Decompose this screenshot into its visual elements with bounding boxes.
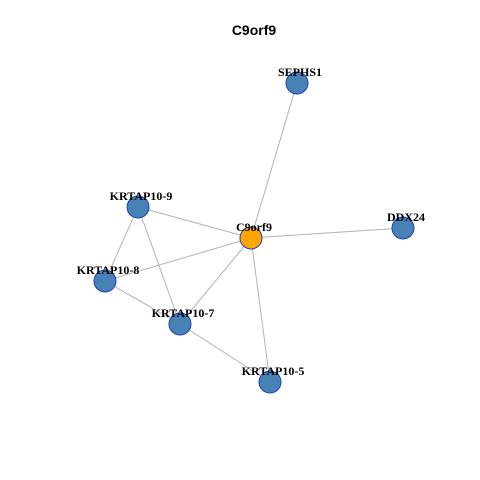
edge-krtap10-8-krtap10-7 — [104, 280, 181, 325]
node-sephs1: SEPHS1 — [278, 65, 322, 95]
node-circle-krtap10-5 — [258, 370, 282, 394]
node-krtap10-9: KRTAP10-9 — [110, 189, 173, 219]
node-krtap10-5: KRTAP10-5 — [242, 364, 305, 394]
node-label-sephs1: SEPHS1 — [278, 65, 322, 79]
node-label-ddx24: DDX24 — [387, 210, 425, 224]
node-c9orf9: C9orf9 — [236, 220, 272, 250]
node-circle-krtap10-8 — [93, 269, 117, 293]
node-label-krtap10-5: KRTAP10-5 — [242, 364, 305, 378]
node-krtap10-8: KRTAP10-8 — [77, 263, 140, 293]
node-circle-krtap10-7 — [168, 312, 192, 336]
edge-c9orf9-sephs1 — [250, 82, 298, 239]
node-layer: C9orf9 SEPHS1KRTAP10-9DDX24KRTAP10-8KRTAP… — [77, 65, 425, 394]
node-circle-sephs1 — [285, 71, 309, 95]
edge-krtap10-9-krtap10-7 — [137, 206, 181, 325]
node-circle-krtap10-9 — [126, 195, 150, 219]
node-label-c9orf9: C9orf9 — [236, 220, 272, 234]
edge-krtap10-9-krtap10-8 — [104, 206, 139, 282]
node-circle-ddx24 — [391, 216, 415, 240]
edge-c9orf9-krtap10-5 — [250, 237, 271, 383]
edge-c9orf9-krtap10-9 — [137, 206, 252, 239]
graph-title: C9orf9 — [232, 22, 277, 38]
node-circle-c9orf9 — [239, 226, 263, 250]
node-label-krtap10-9: KRTAP10-9 — [110, 189, 173, 203]
node-ddx24: DDX24 — [387, 210, 425, 240]
edge-krtap10-7-krtap10-5 — [179, 323, 271, 383]
edge-c9orf9-krtap10-8 — [104, 237, 252, 282]
node-label-krtap10-7: KRTAP10-7 — [152, 306, 215, 320]
edge-c9orf9-krtap10-7 — [179, 237, 252, 325]
node-label-krtap10-8: KRTAP10-8 — [77, 263, 140, 277]
edge-layer — [104, 82, 404, 383]
node-krtap10-7: KRTAP10-7 — [152, 306, 215, 336]
edge-c9orf9-ddx24 — [250, 227, 404, 239]
